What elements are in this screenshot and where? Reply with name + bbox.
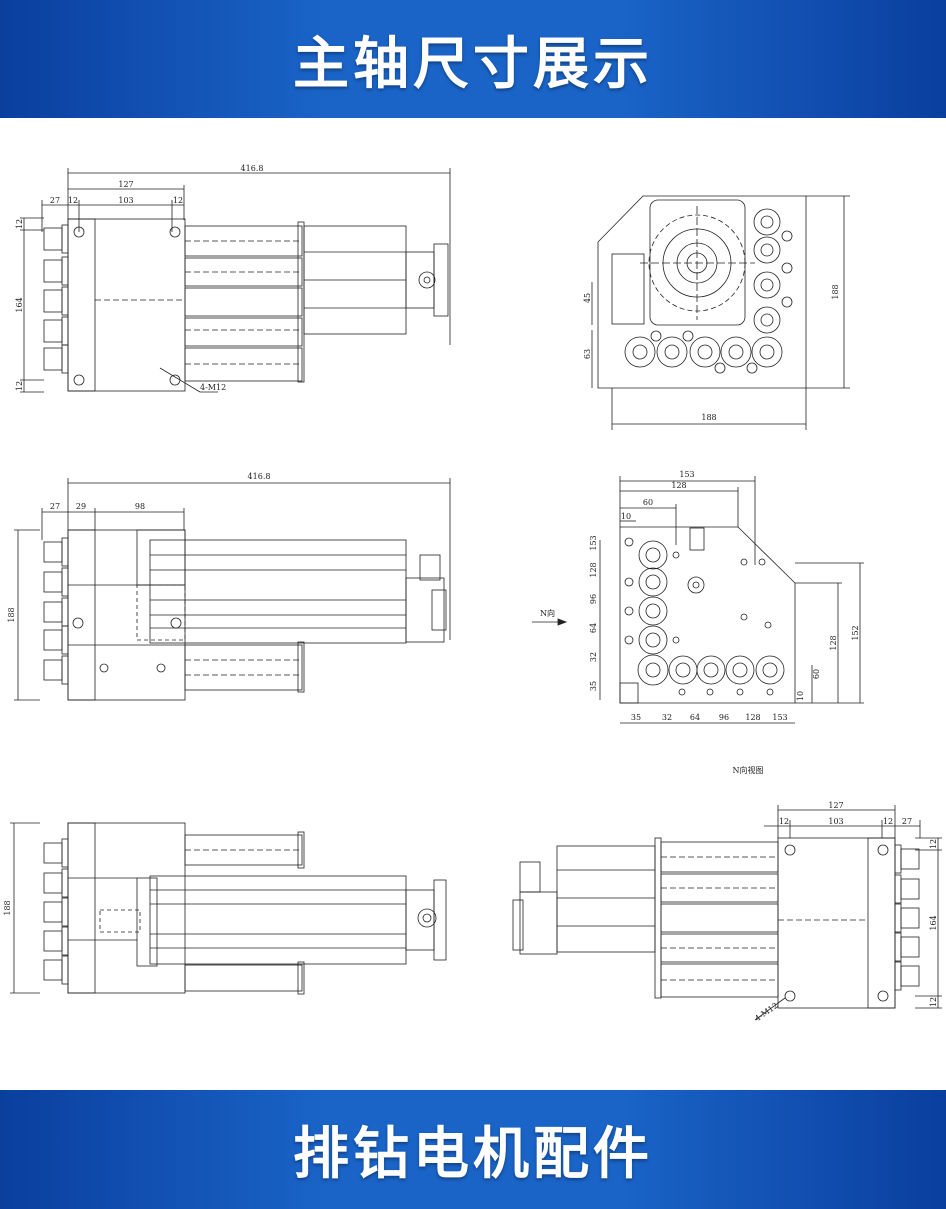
header-banner: 主轴尺寸展示 bbox=[0, 0, 946, 118]
lower-left-collets bbox=[43, 838, 69, 985]
collet-group bbox=[43, 224, 69, 374]
footer-title: 排钻电机配件 bbox=[293, 1122, 653, 1187]
lower-left-drawing bbox=[10, 822, 447, 995]
end-view-drawing bbox=[591, 195, 850, 430]
n-view-drawing bbox=[532, 476, 864, 724]
footer-banner: 排钻电机配件 bbox=[0, 1090, 946, 1209]
lower-right-collets bbox=[894, 844, 920, 991]
header-title: 主轴尺寸展示 bbox=[293, 31, 653, 97]
side-view-drawing bbox=[14, 478, 451, 701]
top-view-drawing bbox=[20, 168, 451, 393]
lower-right-drawing bbox=[512, 805, 942, 1021]
end-view-gears bbox=[624, 208, 793, 374]
side-collets bbox=[43, 537, 69, 685]
n-view-gears bbox=[624, 537, 785, 696]
